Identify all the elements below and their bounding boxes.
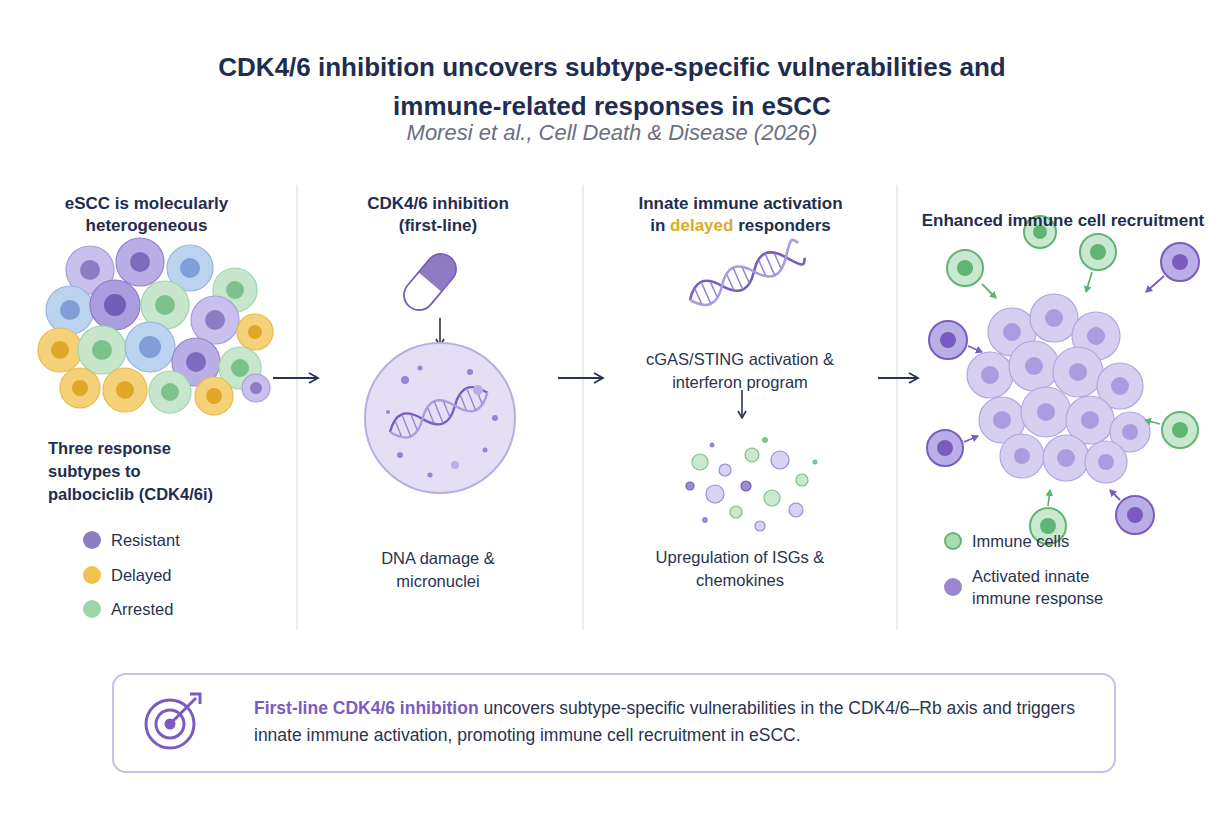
legend-text: Activated innate immune response	[972, 565, 1124, 610]
panel-text: Upregulation of ISGs & chemokines	[640, 546, 840, 592]
legend-item: Resistant	[83, 529, 243, 551]
text-run: eSCC is molecularly heterogeneous	[65, 194, 228, 235]
down-arrow	[439, 318, 441, 346]
dna-helix	[685, 238, 807, 312]
text-run: CDK4/6 inhibition (first-line)	[367, 194, 509, 235]
drug-pill	[398, 248, 462, 316]
legend-item: Delayed	[83, 564, 243, 586]
panel-text: DNA damage & micronuclei	[373, 547, 503, 593]
panel-heading: CDK4/6 inhibition (first-line)	[353, 193, 523, 238]
damaged-cell	[365, 343, 515, 493]
flow-arrow	[273, 377, 318, 379]
legend-item: Activated innate immune response	[944, 565, 1124, 610]
text-run: delayed	[670, 216, 733, 235]
text-run: Three response subtypes to palbociclib (…	[48, 439, 213, 503]
legend-text: Arrested	[111, 598, 173, 620]
immune-cells	[927, 216, 1199, 544]
text-run: DNA damage & micronuclei	[381, 549, 495, 590]
text-run: First-line CDK4/6 inhibition	[254, 698, 479, 718]
target-icon	[146, 694, 200, 748]
legend-text: Resistant	[111, 529, 180, 551]
panel-heading: Enhanced immune cell recruitment	[918, 210, 1208, 232]
text-run: responders	[738, 216, 831, 235]
title: CDK4/6 inhibition uncovers subtype-speci…	[172, 48, 1052, 126]
legend-text: Delayed	[111, 564, 172, 586]
text-run: Upregulation of ISGs & chemokines	[656, 548, 825, 589]
legend-swatch	[944, 532, 962, 550]
panel-heading: eSCC is molecularly heterogeneous	[20, 193, 273, 238]
flow-arrow	[878, 377, 918, 379]
panel-divider	[297, 185, 897, 630]
legend-item: Immune cells	[944, 530, 1144, 552]
panel-heading: Innate immune activation indelayedrespon…	[628, 193, 853, 238]
legend-swatch	[83, 600, 101, 618]
tumor-cluster	[967, 294, 1150, 483]
panel: eSCC is molecularly heterogeneousThree r…	[20, 185, 273, 630]
citation-label: Moresi et al., Cell Death & Disease (202…	[0, 120, 1224, 146]
panel: Innate immune activation indelayedrespon…	[603, 185, 878, 630]
legend-item: Arrested	[83, 598, 243, 620]
summary-text: First-line CDK4/6 inhibitionuncovers sub…	[254, 695, 1094, 749]
panel: CDK4/6 inhibition (first-line) DNA damage…	[318, 185, 558, 630]
summary-box: First-line CDK4/6 inhibitionuncovers sub…	[112, 673, 1116, 773]
panel: Enhanced immune cell recruitment	[918, 185, 1208, 630]
cell-cluster	[38, 238, 273, 415]
legend-text: Immune cells	[972, 530, 1069, 552]
panel-text: Three response subtypes to palbociclib (…	[48, 437, 226, 506]
cytokine-dots	[686, 437, 818, 531]
legend-swatch	[83, 566, 101, 584]
legend-swatch	[83, 531, 101, 549]
panel-text: cGAS/STING activation & interferon progr…	[640, 348, 840, 394]
down-arrow	[741, 390, 743, 418]
legend-swatch	[944, 578, 962, 596]
flow-arrow	[558, 377, 603, 379]
text-run: Enhanced immune cell recruitment	[922, 211, 1204, 230]
text-run: cGAS/STING activation & interferon progr…	[646, 350, 834, 391]
recruitment-arrows	[964, 272, 1164, 506]
